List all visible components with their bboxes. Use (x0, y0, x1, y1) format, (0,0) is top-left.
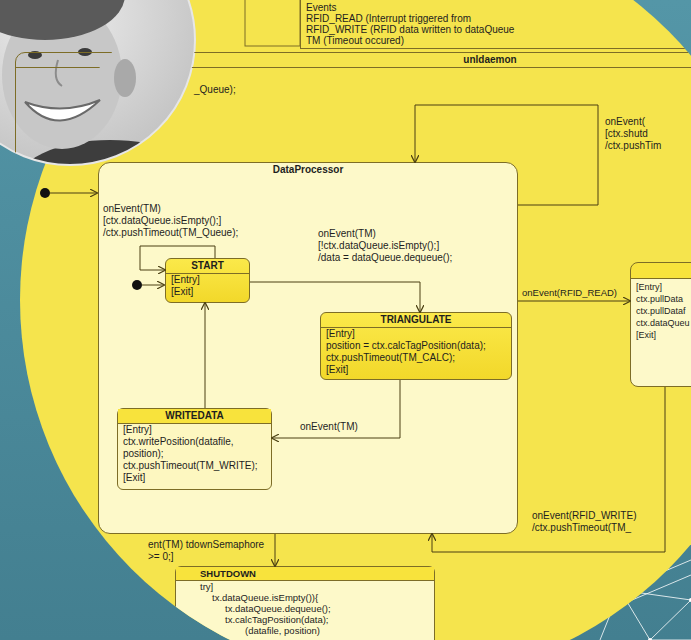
state-box: [Entry]ctx.pullDatactx.pullDatafctx.data… (630, 262, 691, 387)
state-action: tx.dataQueue.dequeue(); (176, 603, 434, 614)
state-action: [Exit] (321, 364, 511, 376)
transition-label: onEvent(TM) [ctx.dataQueue.isEmpty();] /… (103, 203, 251, 239)
state-name: WRITEDATA (118, 409, 271, 424)
state-action: [Exit] (118, 472, 271, 484)
transition-label: ent(TM) tdownSemaphore >= 0;] (148, 539, 270, 563)
state-box: WRITEDATA[Entry]ctx.writePosition(datafi… (117, 408, 272, 490)
state-box: TRIANGULATE[Entry]position = ctx.calcTag… (320, 312, 512, 380)
event-item: RFID_READ (Interrupt triggered from (301, 13, 691, 24)
state-action: try] (176, 581, 434, 592)
state-name: SHUTDOWN (176, 567, 434, 581)
event-item: TM (Timeout occured) (301, 35, 691, 46)
transition-label: onEvent( [ctx.shutd /ctx.pushTim (605, 116, 667, 152)
state-action: ctx.pullDataf (631, 305, 691, 317)
state-action: [Entry] (166, 274, 249, 286)
state-box: SHUTDOWNtry]tx.dataQueue.isEmpty()){tx.d… (175, 566, 435, 640)
state-action: ctx.pullData (631, 293, 691, 305)
state-action: ctx.dataQueu (631, 317, 691, 329)
state-action: ctx.pushTimeout(TM_CALC); (321, 352, 511, 364)
state-action: position = ctx.calcTagPosition(data); (321, 340, 511, 352)
transition-label: onEvent(TM) (300, 421, 370, 433)
event-item: RFID_WRITE (RFID data written to dataQue… (301, 24, 691, 35)
portrait-ring (0, 0, 195, 165)
state-action: [Exit] (166, 286, 249, 298)
transition-label: onEvent(RFID_WRITE) /ctx.pushTimeout(TM_ (532, 510, 650, 534)
state-action: ctx.pushTimeout(TM_WRITE); (118, 460, 271, 472)
state-action: ctx.writePosition(datafile, position); (118, 436, 271, 460)
transition-label: onEvent(RFID_READ) (522, 287, 626, 299)
state-name: START (166, 259, 249, 274)
transition-arrow (275, 534, 276, 566)
event-heading: Events (301, 2, 691, 13)
state-action: [Entry] (321, 328, 511, 340)
event-box: EventsRFID_READ (Interrupt triggered fro… (300, 0, 691, 49)
side-box (245, 0, 300, 46)
state-box: START[Entry][Exit] (165, 258, 250, 303)
state-action: [Exit] (631, 329, 691, 341)
state-action: tx.dataQueue.isEmpty()){ (176, 592, 434, 603)
initial-state (40, 188, 50, 198)
state-action: tx.calcTagPosition(data); (176, 614, 434, 625)
state-action: [Entry] (631, 281, 691, 293)
cut-label: _Queue); (194, 84, 236, 96)
state-name: DataProcessor (99, 163, 517, 177)
transition-label: onEvent(TM) [!ctx.dataQueue.isEmpty();] … (318, 228, 463, 264)
state-name: TRIANGULATE (321, 313, 511, 328)
transition-arrow (518, 301, 630, 302)
initial-arrow (50, 193, 97, 194)
state-action: [Entry] (118, 424, 271, 436)
